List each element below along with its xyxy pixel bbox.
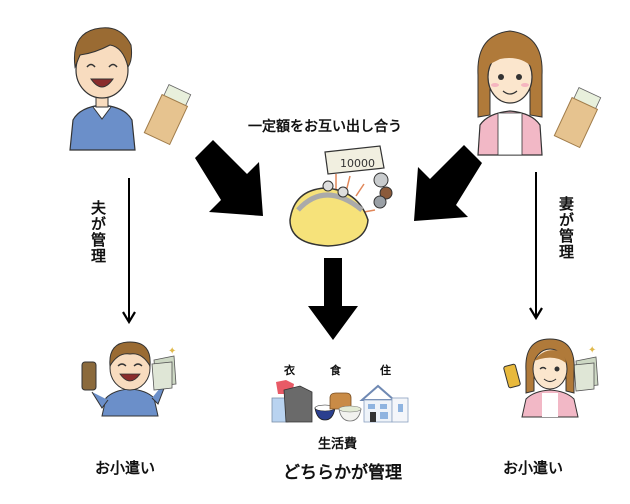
house-icon (359, 384, 409, 423)
wallet-icon (81, 361, 97, 391)
arrow-down-husband-icon (122, 178, 136, 325)
category-clothing: 衣 (284, 364, 295, 377)
sparkle-icon: ✦ (168, 346, 176, 357)
either-manages-label: どちらかが管理 (283, 463, 402, 483)
salary-envelope-icon (143, 84, 192, 146)
coins-icon (373, 172, 393, 209)
clothes-icon (271, 380, 313, 423)
wife-allowance-label: お小遣い (503, 459, 564, 477)
bill-icon: 10000 (324, 145, 385, 175)
arrow-into-purse-left-icon (195, 140, 263, 216)
soup-bowl-icon (338, 405, 362, 422)
sparkle-icon: ✦ (588, 345, 596, 356)
arrow-down-center-icon (308, 258, 358, 340)
phone-icon (503, 363, 521, 389)
husband-allowance-figure: ✦ (81, 341, 177, 417)
coin-purse-icon: 10000 (289, 145, 393, 247)
bread-icon (329, 392, 352, 410)
husband-manages-label: 夫が管理 (89, 200, 107, 264)
arrow-into-purse-right-icon (414, 145, 482, 221)
rice-bowl-icon (314, 404, 336, 421)
category-food: 食 (330, 364, 341, 377)
bill-amount: 10000 (340, 157, 375, 170)
contribution-caption: 一定額をお互い出し合う (248, 119, 402, 135)
husband-figure (69, 27, 136, 151)
living-expenses-label: 生活費 (318, 437, 358, 452)
money-fan-icon (151, 355, 177, 391)
wife-manages-label: 妻が管理 (557, 196, 575, 260)
category-housing: 住 (380, 364, 391, 377)
wife-allowance-figure: ✦ (503, 338, 599, 418)
money-fan-icon (573, 356, 599, 392)
wife-figure (477, 30, 543, 156)
salary-envelope-icon (553, 87, 602, 149)
husband-allowance-label: お小遣い (95, 459, 156, 477)
arrow-down-wife-icon (529, 172, 543, 321)
